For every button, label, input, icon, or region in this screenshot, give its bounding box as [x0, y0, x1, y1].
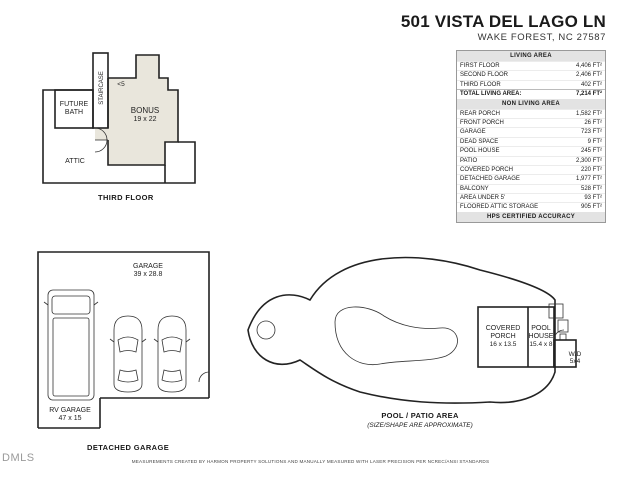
attic-label: ATTIC [65, 158, 85, 165]
pool-patio-title: POOL / PATIO AREA [381, 411, 459, 420]
non-living-row-value: 26 FT² [584, 119, 602, 126]
non-living-row-label: BALCONY [460, 185, 489, 192]
garage-dims: 39 x 28.8 [134, 271, 163, 278]
non-living-row-label: FRONT PORCH [460, 119, 504, 126]
third-floor-plan: STAIRCASE <5 FUTURE BATH BONUS 19 x 22 A… [42, 52, 196, 184]
pool-house-fixture-small [559, 333, 567, 341]
total-living-row: TOTAL LIVING AREA: 7,214 FT² [457, 89, 605, 98]
patio-outline [247, 256, 556, 404]
covered-porch-dims: 16 x 13.5 [490, 341, 517, 348]
non-living-row: FRONT PORCH 26 FT² [457, 117, 605, 127]
non-living-row: POOL HOUSE 245 FT² [457, 146, 605, 155]
pool-patio-subtitle: (SIZE/SHAPE ARE APPROXIMATE) [367, 422, 473, 429]
non-living-row: AREA UNDER 5' 93 FT² [457, 193, 605, 202]
non-living-row: BALCONY 528 FT² [457, 183, 605, 193]
non-living-row-value: 93 FT² [584, 195, 602, 202]
non-living-row-label: POOL HOUSE [460, 148, 500, 155]
mls-watermark: DMLS [2, 452, 35, 464]
certified-accuracy-footer: HPS CERTIFIED ACCURACY [457, 211, 605, 222]
rv-garage-dims: 47 x 15 [59, 415, 82, 422]
living-row: SECOND FLOOR 2,406 FT² [457, 70, 605, 79]
pool-outline [334, 306, 458, 366]
living-row-label: SECOND FLOOR [460, 72, 509, 79]
living-row-label: THIRD FLOOR [460, 81, 501, 88]
pool-house-label-2: HOUSE [529, 333, 554, 340]
bonus-room-fill [95, 55, 178, 165]
non-living-row-value: 528 FT² [580, 185, 602, 192]
staircase-label: STAIRCASE [99, 71, 105, 105]
non-living-area-header: NON LIVING AREA [457, 98, 605, 109]
detached-garage-title: DETACHED GARAGE [87, 443, 170, 452]
third-floor-title: THIRD FLOOR [98, 193, 154, 202]
non-living-row: REAR PORCH 1,582 FT² [457, 108, 605, 118]
non-living-row-label: DEAD SPACE [460, 138, 499, 145]
wd-room [553, 339, 577, 368]
non-living-row-value: 220 FT² [580, 166, 602, 173]
covered-porch-label: COVERED [486, 325, 521, 332]
wd-label: W/D [569, 351, 582, 358]
detached-garage-plan: GARAGE 39 x 28.8 RV GARAGE 47 x 15 [37, 251, 210, 429]
pool-house-dims: 15.4 x 8 [529, 341, 553, 348]
non-living-row: COVERED PORCH 220 FT² [457, 164, 605, 174]
bonus-room-label: BONUS [131, 106, 159, 115]
covered-porch-label-2: PORCH [490, 333, 515, 340]
non-living-row: DEAD SPACE 9 FT² [457, 136, 605, 146]
future-bath [54, 89, 94, 129]
living-area-header: LIVING AREA [457, 51, 605, 61]
non-living-row-label: AREA UNDER 5' [460, 195, 506, 202]
spa-circle [256, 320, 276, 340]
garage-outer-wall [37, 251, 210, 428]
living-row: FIRST FLOOR 4,406 FT² [457, 61, 605, 70]
non-living-row-value: 723 FT² [580, 129, 602, 136]
low-ceiling-label: <5 [117, 81, 125, 88]
non-living-row-value: 1,977 FT² [575, 176, 602, 183]
measurement-disclaimer: MEASUREMENTS CREATED BY HARMON PROPERTY … [131, 459, 490, 464]
non-living-row-value: 245 FT² [580, 148, 602, 155]
non-living-row-value: 9 FT² [587, 138, 602, 145]
bonus-room-dims: 19 x 22 [134, 116, 157, 123]
rv-garage-label: RV GARAGE [49, 407, 91, 414]
total-living-value: 7,214 FT² [575, 91, 602, 98]
non-living-row-label: GARAGE [460, 129, 486, 136]
wd-dims: 5x4 [570, 358, 581, 365]
rv-vehicle-icon [43, 289, 99, 401]
car-icon-right [153, 315, 191, 393]
non-living-row-label: DETACHED GARAGE [460, 176, 520, 183]
living-row-label: FIRST FLOOR [460, 63, 500, 69]
area-table: LIVING AREA FIRST FLOOR 4,406 FT² SECOND… [456, 50, 606, 223]
non-living-row-label: FLOORED ATTIC STORAGE [460, 204, 539, 211]
garage-label: GARAGE [133, 263, 163, 270]
pool-patio-plan: COVERED PORCH 16 x 13.5 POOL HOUSE 15.4 … [247, 256, 582, 404]
pool-house-block [477, 306, 555, 368]
property-city: WAKE FOREST, NC 27587 [477, 32, 606, 43]
non-living-row: GARAGE 723 FT² [457, 127, 605, 136]
pool-house-steps [548, 303, 564, 319]
total-living-label: TOTAL LIVING AREA: [460, 91, 522, 98]
non-living-row-value: 1,582 FT² [575, 110, 602, 117]
future-bath-label-2: BATH [65, 109, 83, 116]
wd-door [553, 329, 565, 341]
future-bath-label-1: FUTURE [60, 101, 89, 108]
garage-side-door [198, 371, 210, 383]
non-living-row-value: 905 FT² [580, 204, 602, 211]
living-row: THIRD FLOOR 402 FT² [457, 79, 605, 89]
car-icon-left [109, 315, 147, 393]
living-row-value: 2,406 FT² [575, 72, 602, 79]
property-address: 501 VISTA DEL LAGO LN [400, 12, 606, 31]
pool-house-label: POOL [531, 325, 551, 332]
attic-boundary [42, 89, 196, 184]
non-living-row-label: COVERED PORCH [460, 166, 514, 173]
non-living-row-value: 2,300 FT² [575, 157, 602, 164]
non-living-row: DETACHED GARAGE 1,977 FT² [457, 174, 605, 183]
living-row-value: 402 FT² [580, 81, 602, 88]
non-living-row: PATIO 2,300 FT² [457, 155, 605, 165]
living-row-value: 4,406 FT² [575, 63, 602, 69]
pool-house-fixture [557, 319, 569, 333]
non-living-row-label: REAR PORCH [460, 110, 501, 117]
non-living-row: FLOORED ATTIC STORAGE 905 FT² [457, 202, 605, 211]
non-living-row-label: PATIO [460, 157, 478, 164]
